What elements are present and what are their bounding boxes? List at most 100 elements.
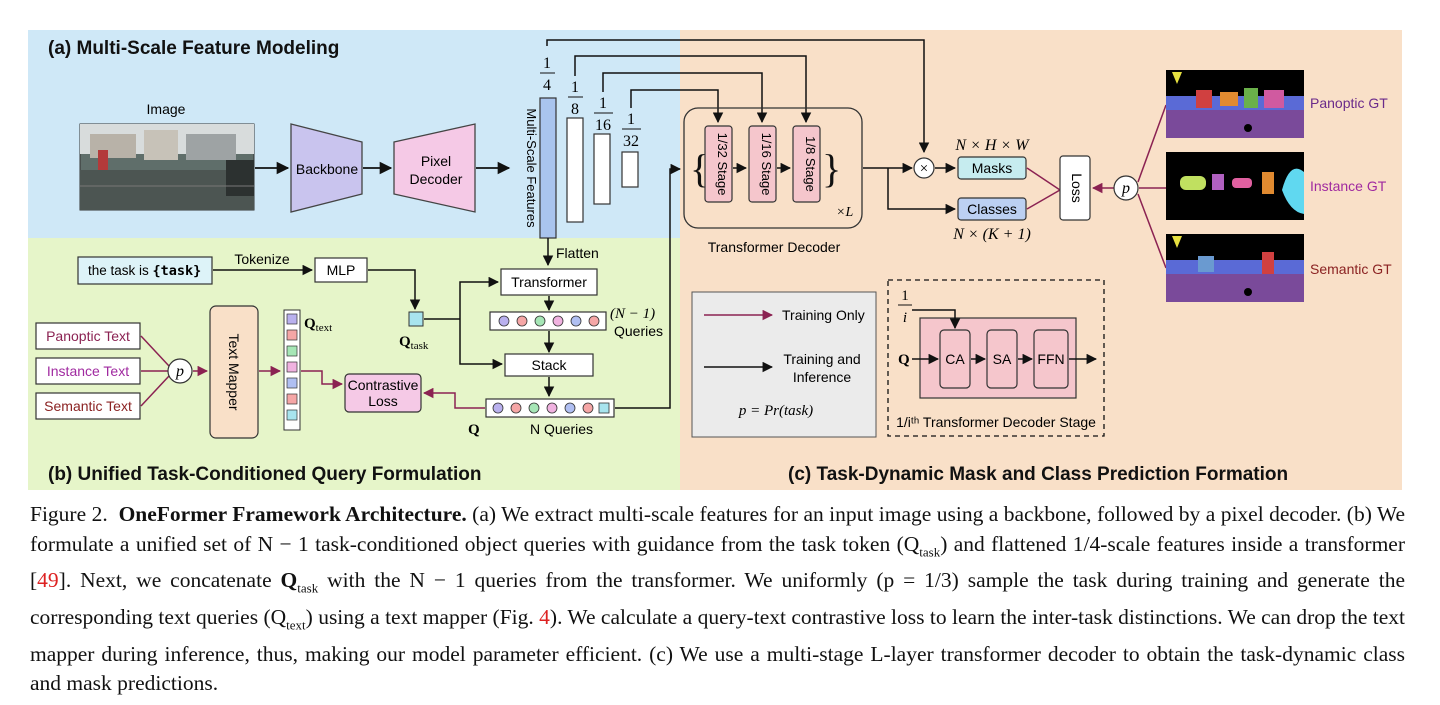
arrow-queries-contrastive: [422, 387, 485, 409]
contrastive-loss-box: [344, 373, 422, 413]
stage-1-16-label: 1/16 Stage: [759, 133, 774, 196]
sample-p-label-b: p: [175, 363, 184, 380]
contrastive-label-2: Loss: [368, 393, 398, 409]
section-a-title: (a) Multi-Scale Feature Modeling: [48, 38, 339, 59]
feature-1-4-bar: [539, 97, 557, 239]
loss-box: [1059, 155, 1091, 221]
semantic-gt-map: [1166, 234, 1304, 302]
task-prompt-box: [77, 256, 213, 285]
sample-p-node-c: [1113, 175, 1139, 201]
scale-1-16-den: 16: [595, 117, 611, 134]
decoder-right-brace: }: [822, 146, 841, 191]
otimes-label: ×: [920, 161, 928, 177]
architecture-figure: (a) Multi-Scale Feature Modeling (b) Uni…: [28, 30, 1402, 490]
semantic-text-label: Semantic Text: [44, 398, 132, 414]
arrow-queries-to-decoder: [615, 163, 682, 409]
task-prompt-text: the task is {task}: [88, 263, 201, 279]
q-task-label: Qtask: [399, 334, 429, 352]
ffn-label: FFN: [1037, 351, 1064, 367]
ffn-box: [1033, 329, 1069, 389]
pixel-decoder-block: [393, 123, 476, 213]
caption-text-5: ) using a text mapper (Fig.: [305, 605, 540, 630]
feature-1-16-bar: [593, 133, 611, 205]
loss-label: Loss: [1069, 173, 1085, 203]
stack-label: Stack: [531, 357, 567, 373]
connector-1-8-to-stage: [574, 55, 812, 124]
masks-box: [957, 156, 1027, 180]
flatten-label: Flatten: [556, 245, 599, 261]
otimes-node: [913, 157, 935, 179]
arrow-qtask-transformer: [459, 276, 500, 319]
instance-text-box: [35, 357, 141, 385]
caption-text-4: with the N − 1 queries from the transfor…: [30, 568, 1405, 630]
stage-frac-num: 1: [901, 288, 909, 304]
caption-ref-49[interactable]: 49: [37, 568, 59, 593]
caption-title: OneFormer Framework Architecture.: [118, 502, 467, 526]
stack-box: [504, 353, 594, 377]
caption-sub-2: task: [297, 580, 319, 596]
n-query-strip: [485, 398, 615, 418]
caption-text-6: ). We calculate a query-text contrastive…: [30, 605, 1406, 696]
feature-1-8-bar: [566, 117, 584, 223]
legend-train-inf-1: Training and: [783, 351, 860, 367]
legend-box: [691, 291, 877, 438]
instance-gt-map: [1166, 152, 1304, 220]
scale-1-4-den: 4: [543, 77, 551, 94]
scale-1-32-num: 1: [627, 111, 635, 128]
legend-p-formula: p = Pr(task): [738, 403, 813, 419]
section-b-title: (b) Unified Task-Conditioned Query Formu…: [48, 464, 481, 485]
sample-p-label-c: p: [1121, 180, 1130, 197]
sample-p-node-b: [167, 358, 193, 384]
q-text-label: Qtext: [304, 316, 332, 334]
scale-1-16-num: 1: [599, 95, 607, 112]
panoptic-text-box: [35, 322, 141, 350]
q-label: Q: [468, 422, 480, 438]
section-c-title: (c) Task-Dynamic Mask and Class Predicti…: [788, 464, 1288, 485]
classes-box: [957, 197, 1027, 221]
backbone-block: [290, 123, 363, 213]
scale-1-8-num: 1: [571, 79, 579, 96]
caption-figure-no: Figure 2.: [30, 502, 108, 526]
text-mapper-box: [209, 305, 259, 439]
legend-training-only: Training Only: [782, 307, 865, 323]
caption-ref-4[interactable]: 4: [539, 605, 550, 630]
times-l-label: ×L: [836, 205, 853, 220]
stage-1-8-label: 1/8 Stage: [803, 136, 818, 192]
connector-1-32-to-stage: [630, 89, 724, 124]
panoptic-gt-label: Panoptic GT: [1310, 95, 1388, 111]
pixel-decoder-label-2: Decoder: [410, 171, 463, 187]
ca-label: CA: [945, 351, 965, 367]
stage-1-32-box: [704, 125, 733, 203]
caption-text-2: ) and flattened 1/4-scale features insid…: [30, 531, 1405, 593]
transformer-box: [500, 268, 598, 296]
scale-1-4-num: 1: [543, 55, 551, 72]
ca-box: [939, 329, 971, 389]
connector-1-16-to-stage: [602, 72, 768, 124]
feature-1-32-bar: [621, 151, 639, 188]
arrow-to-classes: [887, 168, 957, 215]
masks-label: Masks: [972, 160, 1012, 176]
sa-label: SA: [993, 351, 1012, 367]
panoptic-gt-map: [1166, 70, 1304, 138]
transformer-decoder-label: Transformer Decoder: [708, 239, 841, 255]
caption-sub-3: text: [286, 617, 306, 633]
image-label: Image: [147, 101, 186, 117]
text-query-stack: [283, 309, 301, 431]
input-image: [79, 123, 255, 211]
transformer-decoder-frame: [683, 107, 863, 229]
scale-1-32-den: 32: [623, 133, 639, 150]
legend-train-inf-2: Inference: [793, 369, 852, 385]
n-minus-1-label: (N − 1): [610, 306, 655, 322]
text-mapper-label: Text Mapper: [226, 333, 242, 410]
stage-1-32-label: 1/32 Stage: [715, 133, 730, 196]
semantic-text-box: [35, 392, 141, 420]
multiscale-features-label: Multi-Scale Features: [524, 108, 539, 228]
stage-q-input: Q: [898, 352, 910, 368]
contrastive-label-1: Contrastive: [348, 377, 419, 393]
caption-q-bold: Q: [280, 568, 298, 593]
arrow-qtask-stack: [459, 319, 504, 370]
instance-text-label: Instance Text: [47, 363, 129, 379]
sa-box: [986, 329, 1018, 389]
nhw-label: N × H × W: [954, 137, 1030, 154]
pixel-decoder-label-1: Pixel: [421, 153, 451, 169]
